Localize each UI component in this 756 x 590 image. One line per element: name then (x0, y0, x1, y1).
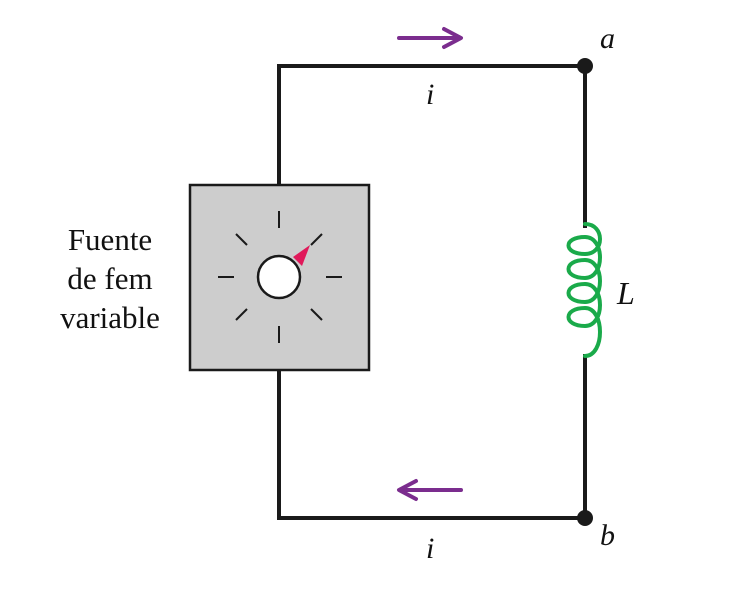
source-label-line-1: Fuente (67, 222, 153, 257)
top-wire (277, 64, 587, 228)
node-a-label: a (600, 22, 615, 55)
circuit-wires (277, 64, 587, 520)
dial-pointer (293, 245, 310, 266)
dial-tick-bottom-right (310, 308, 323, 321)
current-label-top: i (426, 78, 434, 111)
inductor-label: L (616, 275, 635, 311)
inductor-coil (566, 222, 602, 358)
dial-knob (256, 254, 302, 300)
current-label-bottom: i (426, 532, 434, 565)
node-b-label: b (600, 519, 615, 552)
dial-tick-bottom-left (235, 308, 248, 321)
node-a-dot (577, 58, 593, 74)
dial-ticks (218, 211, 342, 343)
current-arrow-bottom (397, 479, 463, 501)
bottom-wire (277, 354, 587, 520)
emf-source-label: Fuente de fem variable (40, 220, 180, 337)
dial-tick-top-left (235, 233, 248, 246)
dial-tick-top-right (310, 233, 323, 246)
source-label-line-2: de fem (67, 261, 153, 296)
source-label-line-3: variable (60, 300, 160, 335)
current-arrow-top (397, 27, 463, 49)
node-b-dot (577, 510, 593, 526)
